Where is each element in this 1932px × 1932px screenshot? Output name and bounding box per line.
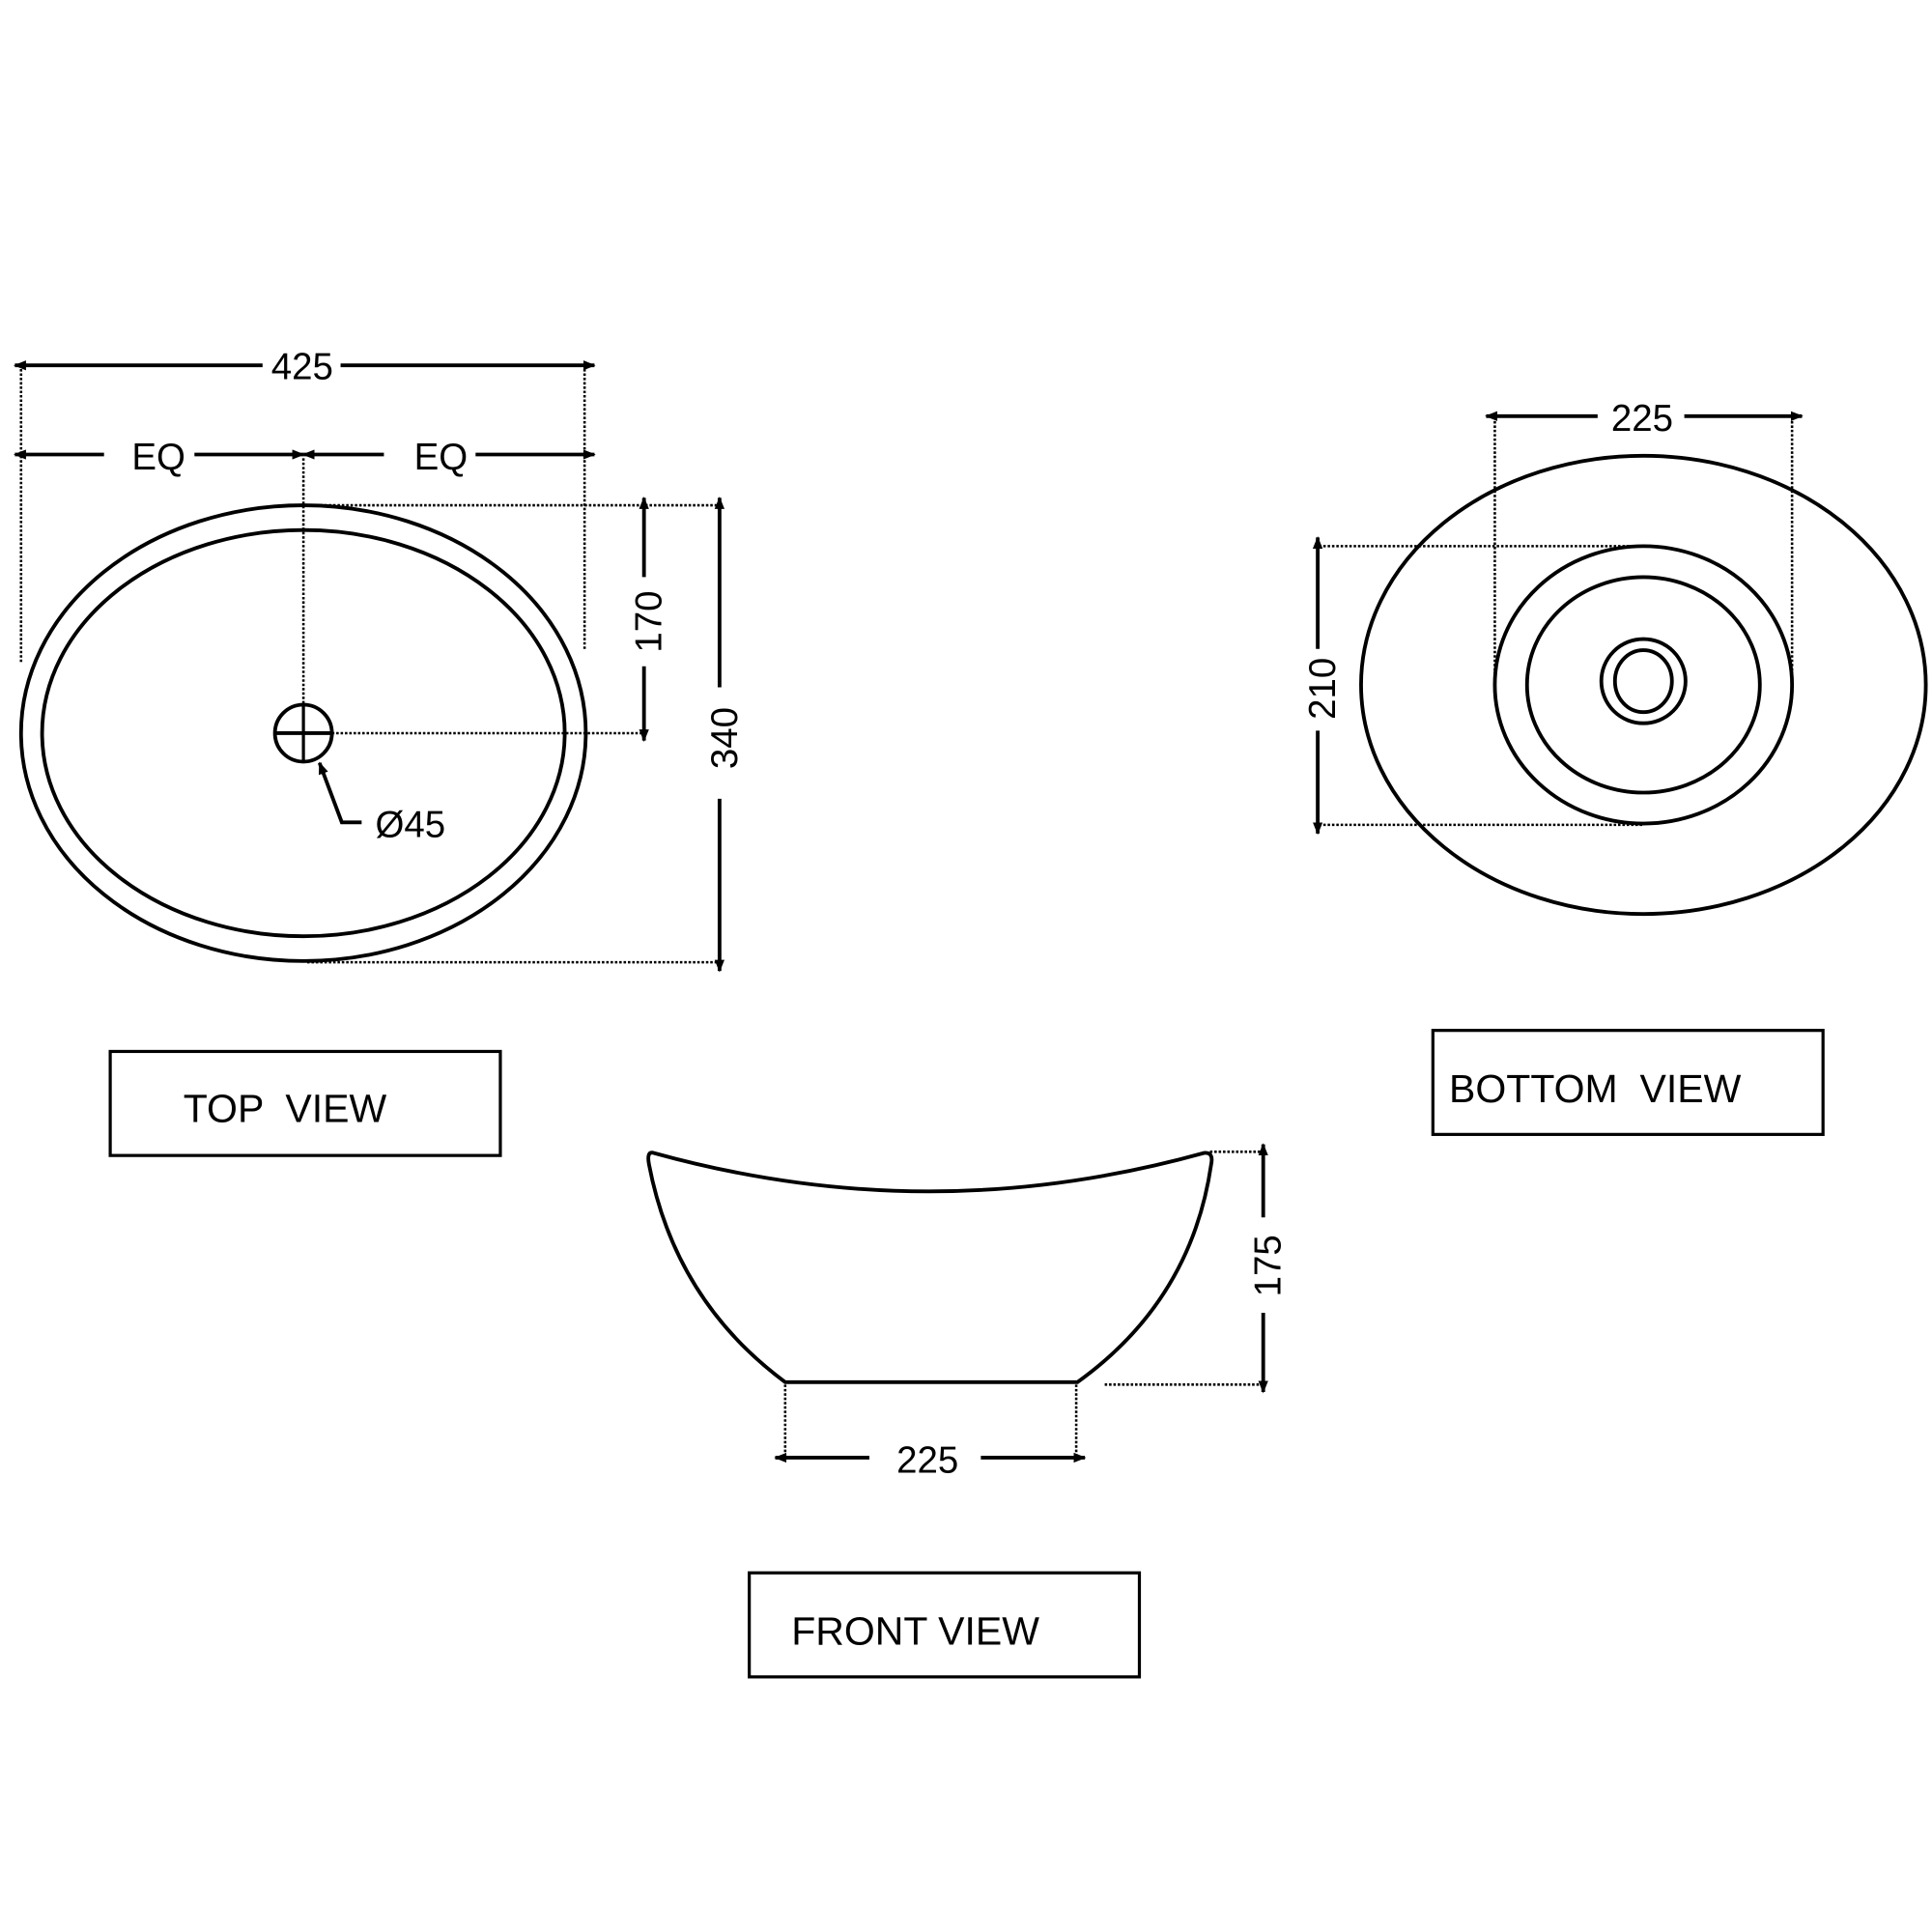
top-view-label-box: TOP VIEW <box>108 1049 502 1157</box>
dim-base-width: 225 <box>1486 398 1802 440</box>
dim-45-text: Ø45 <box>375 805 445 846</box>
bottom-view-label-box: BOTTOM VIEW <box>1431 1029 1825 1136</box>
front-view-label: FRONT VIEW <box>791 1609 1039 1654</box>
top-view-label: TOP VIEW <box>184 1087 387 1131</box>
dim-eq: EQ EQ <box>14 437 594 478</box>
waste-hole-icon <box>272 702 334 764</box>
dim-waste-diameter: Ø45 <box>317 763 445 846</box>
dim-front-base-width: 225 <box>776 1439 1086 1481</box>
front-view: 175 225 <box>646 1145 1290 1481</box>
dim-eq-right-text: EQ <box>414 437 469 478</box>
front-view-profile <box>646 1151 1214 1384</box>
dim-170-text: 170 <box>629 591 670 653</box>
base-ring-outer <box>1492 544 1795 826</box>
drain-icon <box>1599 637 1688 725</box>
dim-overall-width: 425 <box>14 346 594 387</box>
dim-eq-left-text: EQ <box>131 437 185 478</box>
bottom-view-outer-rim <box>1359 453 1928 917</box>
dim-175-text: 175 <box>1248 1235 1290 1296</box>
bottom-view: 225 210 <box>1302 398 1928 917</box>
top-view: 425 EQ EQ 170 340 Ø45 <box>14 346 746 971</box>
dim-height: 175 <box>1248 1145 1290 1392</box>
dim-waste-offset: 170 <box>629 497 670 740</box>
dim-340-text: 340 <box>704 707 746 769</box>
dim-base-depth: 210 <box>1302 537 1344 833</box>
dim-225-front-text: 225 <box>896 1439 958 1481</box>
top-view-outer-rim <box>18 503 588 963</box>
dim-overall-depth: 340 <box>704 497 746 971</box>
dim-425-text: 425 <box>271 346 333 387</box>
dim-210-text: 210 <box>1302 658 1344 720</box>
front-view-label-box: FRONT VIEW <box>748 1571 1142 1679</box>
base-ring-inner <box>1524 575 1762 795</box>
dim-225-bottom-text: 225 <box>1611 398 1673 440</box>
bottom-view-label: BOTTOM VIEW <box>1449 1066 1742 1111</box>
